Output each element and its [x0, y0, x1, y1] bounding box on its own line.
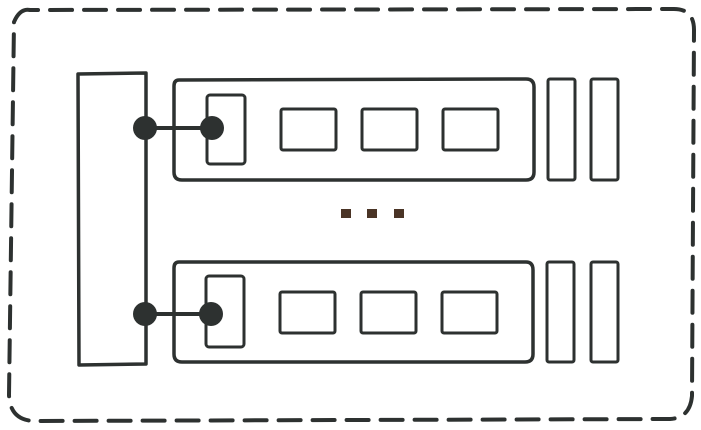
vertical-bus [76, 71, 148, 367]
row-2-block-medium [359, 290, 418, 335]
row-1-block-medium [360, 107, 419, 152]
row-1-connector-dot-left [133, 116, 157, 140]
row-2-connector-dot-left [133, 302, 157, 326]
row-2-block-light [278, 290, 337, 335]
row-1-block-light [279, 107, 338, 152]
row-1-body [172, 77, 536, 182]
ellipsis-dot-3 [394, 209, 404, 218]
ellipsis [341, 209, 404, 218]
ellipsis-dot-2 [367, 209, 377, 218]
row-1 [133, 77, 620, 182]
row-1-block-dark [441, 107, 500, 152]
ellipsis-dot-1 [341, 209, 351, 218]
row-1-connector-dot-right [200, 116, 224, 140]
row-2-side-bar-2 [589, 260, 620, 364]
row-2 [133, 260, 620, 364]
outer-container [7, 6, 696, 423]
row-1-side-bar-2 [589, 77, 620, 182]
row-2-connector-dot-right [199, 302, 223, 326]
row-2-side-bar-1 [545, 260, 576, 364]
row-2-block-dark [440, 290, 499, 335]
row-1-side-bar-1 [546, 77, 577, 182]
row-2-body [172, 260, 535, 364]
